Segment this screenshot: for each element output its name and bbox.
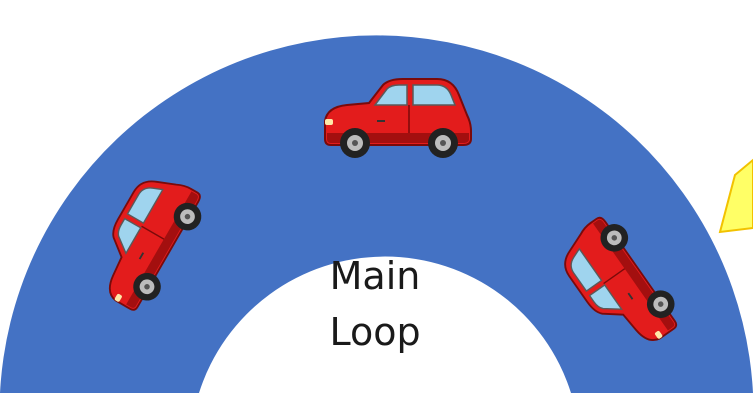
callout-shape: [718, 158, 753, 234]
loop-label-line-1: Main: [329, 254, 421, 298]
loop-label-line-2: Loop: [329, 310, 421, 354]
loop-track: [0, 35, 753, 393]
